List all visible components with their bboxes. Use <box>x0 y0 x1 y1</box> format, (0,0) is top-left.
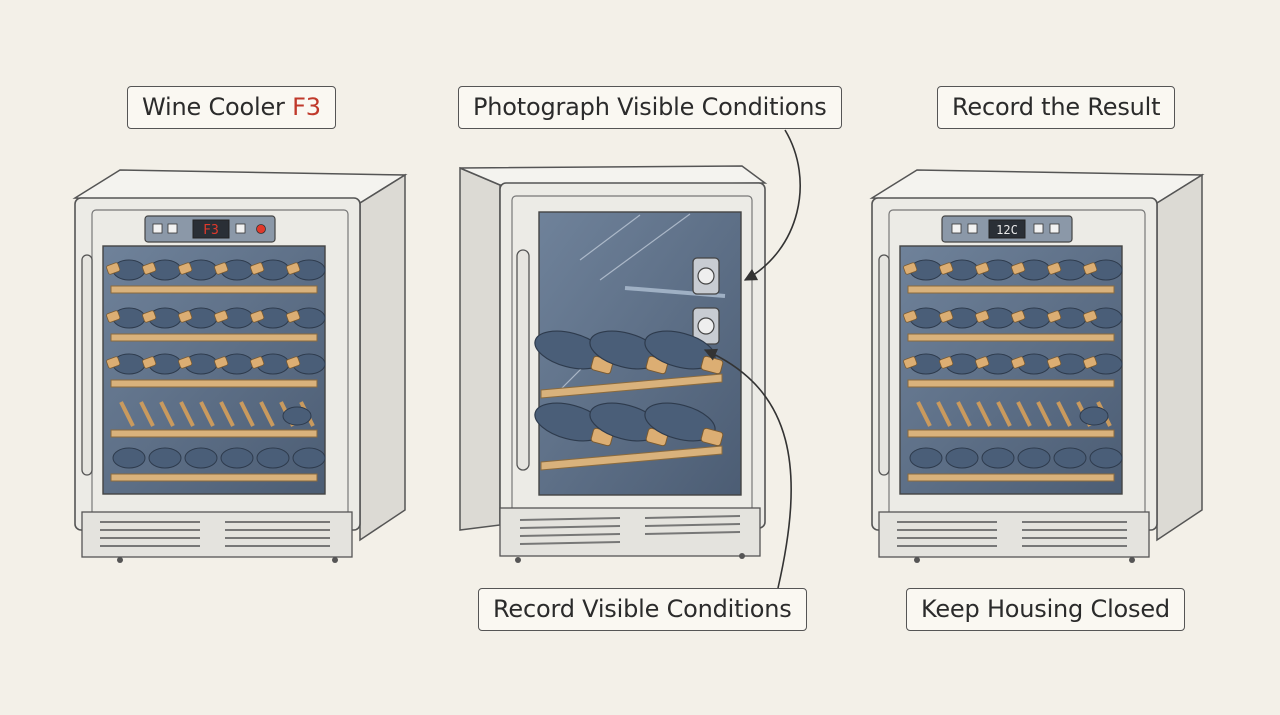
arrow-to-fan-sensor <box>703 348 792 589</box>
bottle-cork <box>250 262 265 275</box>
bottle-cork <box>1011 310 1026 323</box>
rack-slat <box>1056 401 1072 427</box>
rack-slat <box>239 401 255 427</box>
bottle-cork <box>1047 356 1062 369</box>
wine-bottle <box>909 447 943 469</box>
wine-bottle <box>256 447 290 469</box>
label-keep-housing-closed: Keep Housing Closed <box>906 588 1185 631</box>
rack-slat <box>956 401 972 427</box>
wine-shelf <box>907 429 1115 438</box>
label-record-visible-conditions: Record Visible Conditions <box>478 588 807 631</box>
wine-cooler-closeup <box>459 165 768 563</box>
bottle-cork <box>214 262 229 275</box>
wine-bottle <box>112 447 146 469</box>
bottle-cork <box>1047 310 1062 323</box>
bottle-cork <box>106 310 121 323</box>
bottle-cork <box>1083 310 1098 323</box>
wine-bottle <box>1079 406 1109 426</box>
wine-shelf <box>110 333 318 342</box>
bottle-cork <box>178 310 193 323</box>
rack-slat <box>119 401 135 427</box>
rack-slat <box>936 401 952 427</box>
bottle-cork <box>178 262 193 275</box>
bottle-cork <box>1011 262 1026 275</box>
bottle-cork <box>700 427 724 447</box>
error-code-display: F3 <box>203 223 219 238</box>
wine-bottle <box>945 447 979 469</box>
error-indicator-light <box>256 224 266 234</box>
wine-shelf <box>110 429 318 438</box>
bottle-cork <box>214 356 229 369</box>
wine-shelf <box>110 473 318 482</box>
wine-bottle <box>282 406 312 426</box>
wine-shelf <box>907 379 1115 388</box>
arrow-to-temperature-sensor <box>743 129 801 281</box>
wine-bottle <box>1017 447 1051 469</box>
bottle-cork <box>142 310 157 323</box>
bottle-cork <box>142 356 157 369</box>
wine-cooler-result: 12C <box>869 169 1205 563</box>
rack-slat <box>259 401 275 427</box>
wine-shelf <box>540 373 723 399</box>
wine-bottle <box>1089 447 1123 469</box>
wine-bottle <box>292 447 326 469</box>
bottle-cork <box>1083 262 1098 275</box>
rack-slat <box>916 401 932 427</box>
bottle-cork <box>214 310 229 323</box>
rack-slat <box>996 401 1012 427</box>
bottle-cork <box>286 356 301 369</box>
bottle-cork <box>903 310 918 323</box>
wine-bottle <box>148 447 182 469</box>
temperature-sensor <box>692 257 720 295</box>
rack-slat <box>199 401 215 427</box>
wine-shelf <box>540 445 723 471</box>
rack-slat <box>219 401 235 427</box>
wine-bottle <box>220 447 254 469</box>
rack-slat <box>159 401 175 427</box>
error-code-text: F3 <box>292 93 321 121</box>
bottle-cork <box>106 356 121 369</box>
label-wine-cooler-f3: Wine Cooler F3 <box>127 86 336 129</box>
bottle-cork <box>250 356 265 369</box>
bottle-cork <box>1011 356 1026 369</box>
bottle-cork <box>939 310 954 323</box>
bottle-cork <box>939 262 954 275</box>
bottle-cork <box>106 262 121 275</box>
bottle-cork <box>178 356 193 369</box>
wine-shelf <box>907 473 1115 482</box>
rack-slat <box>976 401 992 427</box>
temperature-display: 12C <box>996 223 1018 237</box>
label-photograph-visible-conditions: Photograph Visible Conditions <box>458 86 842 129</box>
wine-bottle <box>184 447 218 469</box>
label-record-the-result: Record the Result <box>937 86 1176 129</box>
rack-slat <box>1016 401 1032 427</box>
bottle-cork <box>903 356 918 369</box>
bottle-cork <box>142 262 157 275</box>
wine-cooler-error: F3 <box>72 169 408 563</box>
bottle-cork <box>975 356 990 369</box>
wine-shelf <box>110 379 318 388</box>
wine-bottle <box>1053 447 1087 469</box>
fan-sensor <box>692 307 720 345</box>
bottle-cork <box>975 262 990 275</box>
rack-slat <box>179 401 195 427</box>
bottle-cork <box>939 356 954 369</box>
rack-slat <box>139 401 155 427</box>
bottle-cork <box>975 310 990 323</box>
bottle-cork <box>286 310 301 323</box>
wine-shelf <box>907 333 1115 342</box>
rack-slat <box>1036 401 1052 427</box>
bottle-cork <box>1047 262 1062 275</box>
wine-shelf <box>907 285 1115 294</box>
bottle-cork <box>1083 356 1098 369</box>
wine-shelf <box>110 285 318 294</box>
bottle-cork <box>286 262 301 275</box>
bottle-cork <box>903 262 918 275</box>
bottle-cork <box>250 310 265 323</box>
wine-bottle <box>981 447 1015 469</box>
